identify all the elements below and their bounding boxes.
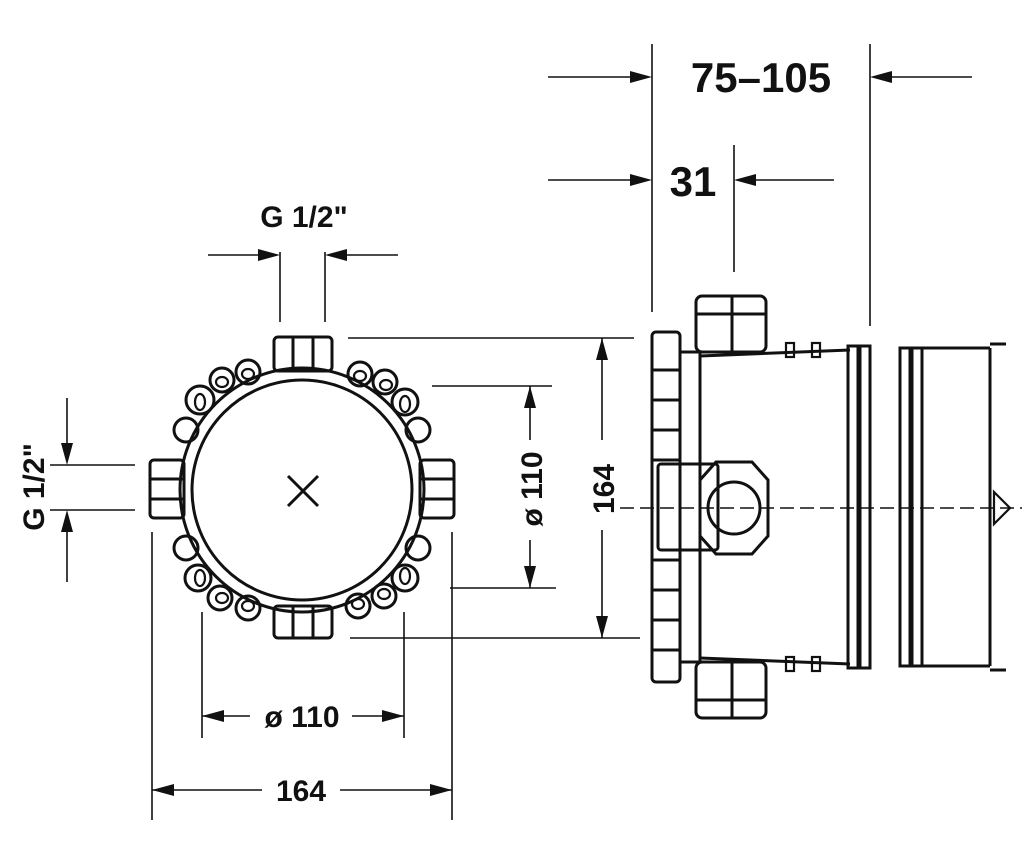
dim-side-height xyxy=(348,337,640,639)
front-width-label: 164 xyxy=(276,775,326,808)
side-nut-bottom xyxy=(694,660,768,720)
dim-front-diameter xyxy=(201,612,405,738)
nut-right xyxy=(418,458,456,520)
nut-top xyxy=(272,335,334,373)
side-nut-top xyxy=(694,294,768,354)
dim-depth-range xyxy=(548,44,972,326)
dim-depth-offset xyxy=(548,145,834,272)
side-sleeve xyxy=(846,342,1012,672)
cross-mark-icon xyxy=(286,474,320,508)
housing-outline xyxy=(172,358,432,622)
dim-front-thread-top xyxy=(208,249,398,322)
front-diameter-label: ø 110 xyxy=(264,701,339,734)
nut-left xyxy=(148,458,186,520)
front-thread-left-label: G 1/2" xyxy=(18,443,51,531)
dim-side-diameter xyxy=(432,385,556,589)
nut-bottom xyxy=(272,604,334,640)
front-thread-top-label: G 1/2" xyxy=(260,201,348,234)
side-body xyxy=(656,348,851,666)
dim-front-width xyxy=(151,532,453,820)
depth-offset-label: 31 xyxy=(670,158,717,205)
front-view: G 1/2" G 1/2" ø 110 xyxy=(18,201,456,820)
side-diameter-label: ø 110 xyxy=(516,451,549,526)
side-rings xyxy=(784,341,822,673)
dim-front-thread-left xyxy=(50,398,135,582)
depth-range-label: 75–105 xyxy=(691,54,831,101)
side-height-label: 164 xyxy=(588,464,621,514)
side-view: 75–105 31 xyxy=(548,44,1022,720)
side-flange xyxy=(650,330,682,684)
